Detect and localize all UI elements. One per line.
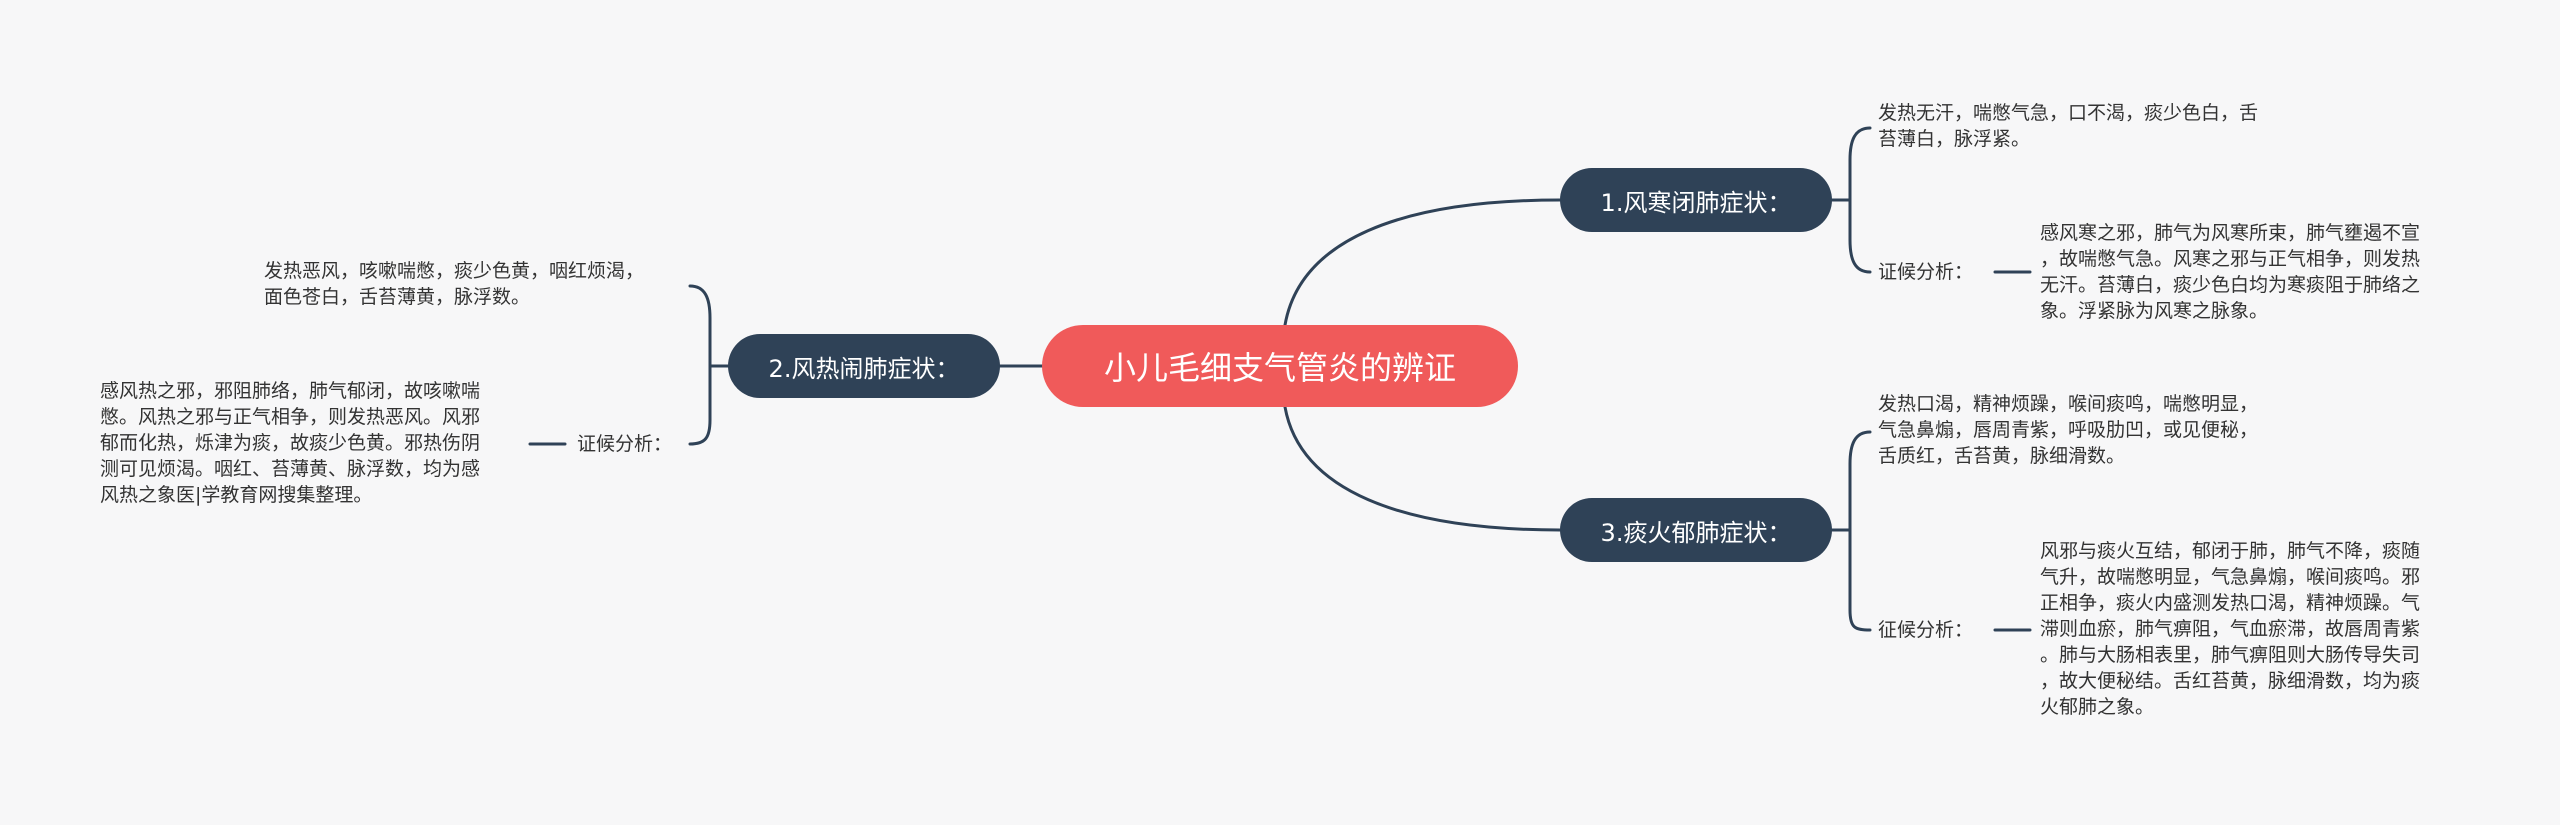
- branch-2-node[interactable]: 2.风热闹肺症状：: [728, 334, 1000, 398]
- text-line: 郁而化热，烁津为痰，故痰少色黄。邪热伤阴: [100, 432, 481, 454]
- text-line: 感风寒之邪，肺气为风寒所束，肺气壅遏不宣: [2040, 222, 2421, 244]
- text-line: 气急鼻煽，唇周青紫，呼吸肋凹，或见便秘，: [1878, 419, 2259, 441]
- text-line: 象。浮紧脉为风寒之脉象。: [2040, 300, 2269, 322]
- branch-2-analysis: 感风热之邪，邪阻肺络，肺气郁闭，故咳嗽喘 憋。风热之邪与正气相争，则发热恶风。风…: [100, 378, 480, 508]
- text-line: 测可见烦渴。咽红、苔薄黄、脉浮数，均为感: [100, 458, 481, 480]
- text-line: 风邪与痰火互结，郁闭于肺，肺气不降，痰随: [2040, 540, 2421, 562]
- branch-2-label: 2.风热闹肺症状：: [768, 354, 960, 383]
- text-line: 无汗。苔薄白，痰少色白均为寒痰阻于肺络之: [2040, 274, 2421, 296]
- root-label: 小儿毛细支气管炎的辨证: [1103, 349, 1456, 387]
- branch-1-symptoms: 发热无汗，喘憋气急，口不渴，痰少色白，舌 苔薄白，脉浮紧。: [1878, 100, 2258, 152]
- connector-root-branch-1: [1283, 198, 1562, 327]
- bracket-branch-2: [688, 284, 730, 446]
- text-line: 发热无汗，喘憋气急，口不渴，痰少色白，舌: [1878, 102, 2259, 124]
- text-line: 发热口渴，精神烦躁，喉间痰鸣，喘憋明显，: [1878, 393, 2259, 415]
- text-line: ，故大便秘结。舌红苔黄，脉细滑数，均为痰: [2040, 670, 2421, 692]
- text-line: 气升，故喘憋明显，气急鼻煽，喉间痰鸣。邪: [2040, 566, 2421, 588]
- branch-1-analysis-label: 证候分析：: [1878, 261, 1974, 283]
- text-line: 风热之象医|学教育网搜集整理。: [100, 484, 373, 506]
- text-line: 滞则血瘀，肺气痹阻，气血瘀滞，故唇周青紫: [2040, 618, 2421, 640]
- text-line: 感风热之邪，邪阻肺络，肺气郁闭，故咳嗽喘: [100, 380, 481, 402]
- bracket-branch-1: [1830, 126, 1872, 274]
- text-line: 舌质红，舌苔黄，脉细滑数。: [1878, 445, 2126, 467]
- text-line: 。肺与大肠相表里，肺气痹阻则大肠传导失司: [2040, 644, 2421, 666]
- text-line: 正相争，痰火内盛测发热口渴，精神烦躁。气: [2040, 592, 2421, 614]
- branch-3-node[interactable]: 3.痰火郁肺症状：: [1560, 498, 1832, 562]
- text-line: 火郁肺之象。: [2040, 696, 2155, 718]
- branch-3-label: 3.痰火郁肺症状：: [1600, 518, 1792, 547]
- branch-2-analysis-label: 证候分析：: [577, 433, 673, 455]
- text-line: 发热恶风，咳嗽喘憋，痰少色黄，咽红烦渴，: [264, 260, 645, 282]
- connector-root-branch-3: [1283, 405, 1562, 532]
- bracket-branch-3: [1830, 430, 1872, 632]
- text-line: 憋。风热之邪与正气相争，则发热恶风。风邪: [100, 406, 481, 428]
- text-line: 苔薄白，脉浮紧。: [1878, 128, 2031, 150]
- branch-3-analysis-label: 征候分析：: [1878, 619, 1974, 641]
- branch-2-symptoms: 发热恶风，咳嗽喘憋，痰少色黄，咽红烦渴， 面色苍白，舌苔薄黄，脉浮数。: [264, 258, 644, 310]
- branch-3-analysis: 风邪与痰火互结，郁闭于肺，肺气不降，痰随 气升，故喘憋明显，气急鼻煽，喉间痰鸣。…: [2040, 538, 2420, 720]
- text-line: ，故喘憋气急。风寒之邪与正气相争，则发热: [2040, 248, 2421, 270]
- branch-1-node[interactable]: 1.风寒闭肺症状：: [1560, 168, 1832, 232]
- root-node[interactable]: 小儿毛细支气管炎的辨证: [1042, 325, 1518, 407]
- branch-1-analysis: 感风寒之邪，肺气为风寒所束，肺气壅遏不宣 ，故喘憋气急。风寒之邪与正气相争，则发…: [2040, 220, 2420, 324]
- text-line: 面色苍白，舌苔薄黄，脉浮数。: [264, 286, 531, 308]
- branch-3-symptoms: 发热口渴，精神烦躁，喉间痰鸣，喘憋明显， 气急鼻煽，唇周青紫，呼吸肋凹，或见便秘…: [1878, 391, 2258, 469]
- branch-1-label: 1.风寒闭肺症状：: [1600, 188, 1792, 217]
